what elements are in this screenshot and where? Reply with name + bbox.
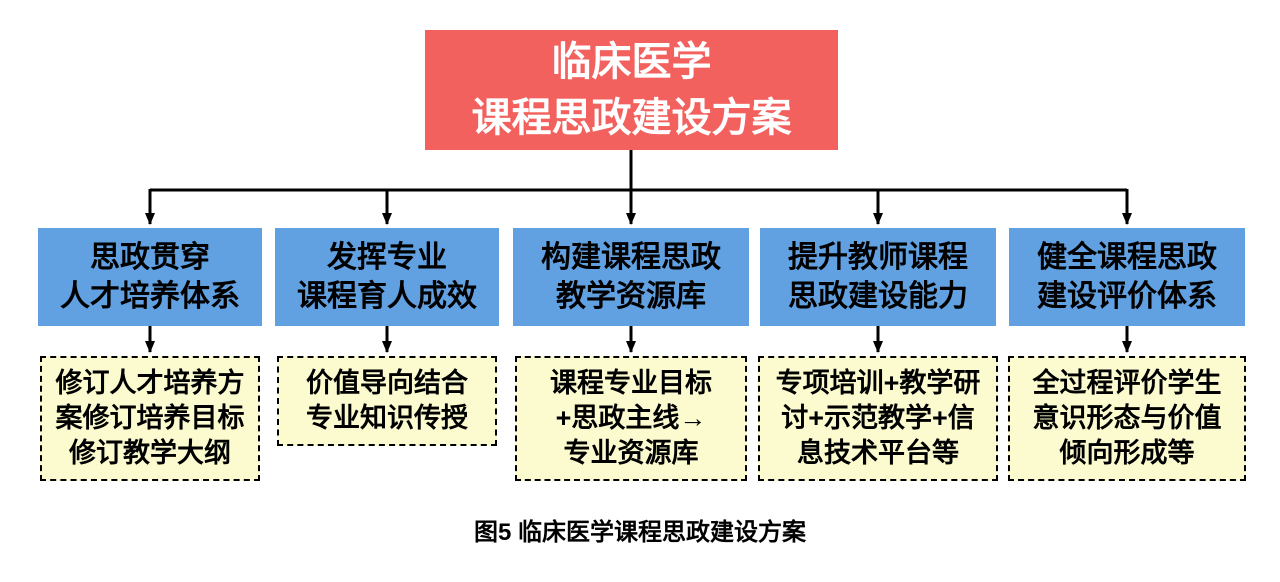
branch-label-1: 思政贯穿 人才培养体系 [60,241,240,313]
branch-label-2: 发挥专业 课程育人成效 [297,241,477,313]
branch-box-3: 构建课程思政 教学资源库 [513,228,749,326]
detail-text-1: 修订人才培养方 案修订培养目标 修订教学大纲 [55,368,245,469]
branch-box-4: 提升教师课程 思政建设能力 [760,228,996,326]
figure-caption: 图5 临床医学课程思政建设方案 [473,519,806,546]
detail-box-5: 全过程评价学生 意识形态与价值 倾向形成等 [1008,356,1246,482]
detail-box-1: 修订人才培养方 案修订培养目标 修订教学大纲 [40,356,260,482]
detail-text-2: 价值导向结合 专业知识传授 [306,368,468,434]
branch-label-3: 构建课程思政 教学资源库 [541,241,721,313]
branch-label-4: 提升教师课程 思政建设能力 [788,241,968,313]
detail-box-3: 课程专业目标 +思政主线→ 专业资源库 [515,356,747,482]
detail-text-4: 专项培训+教学研 讨+示范教学+信 息技术平台等 [775,368,981,469]
detail-text-3: 课程专业目标 +思政主线→ 专业资源库 [550,368,712,469]
detail-box-2: 价值导向结合 专业知识传授 [277,356,497,447]
root-box: 临床医学 课程思政建设方案 [425,30,838,150]
root-title: 临床医学 课程思政建设方案 [471,40,792,140]
detail-box-4: 专项培训+教学研 讨+示范教学+信 息技术平台等 [758,356,998,482]
branch-box-5: 健全课程思政 建设评价体系 [1009,228,1245,326]
branch-box-1: 思政贯穿 人才培养体系 [38,228,262,326]
branch-box-2: 发挥专业 课程育人成效 [275,228,499,326]
branch-label-5: 健全课程思政 建设评价体系 [1037,241,1217,313]
detail-text-5: 全过程评价学生 意识形态与价值 倾向形成等 [1032,368,1222,469]
